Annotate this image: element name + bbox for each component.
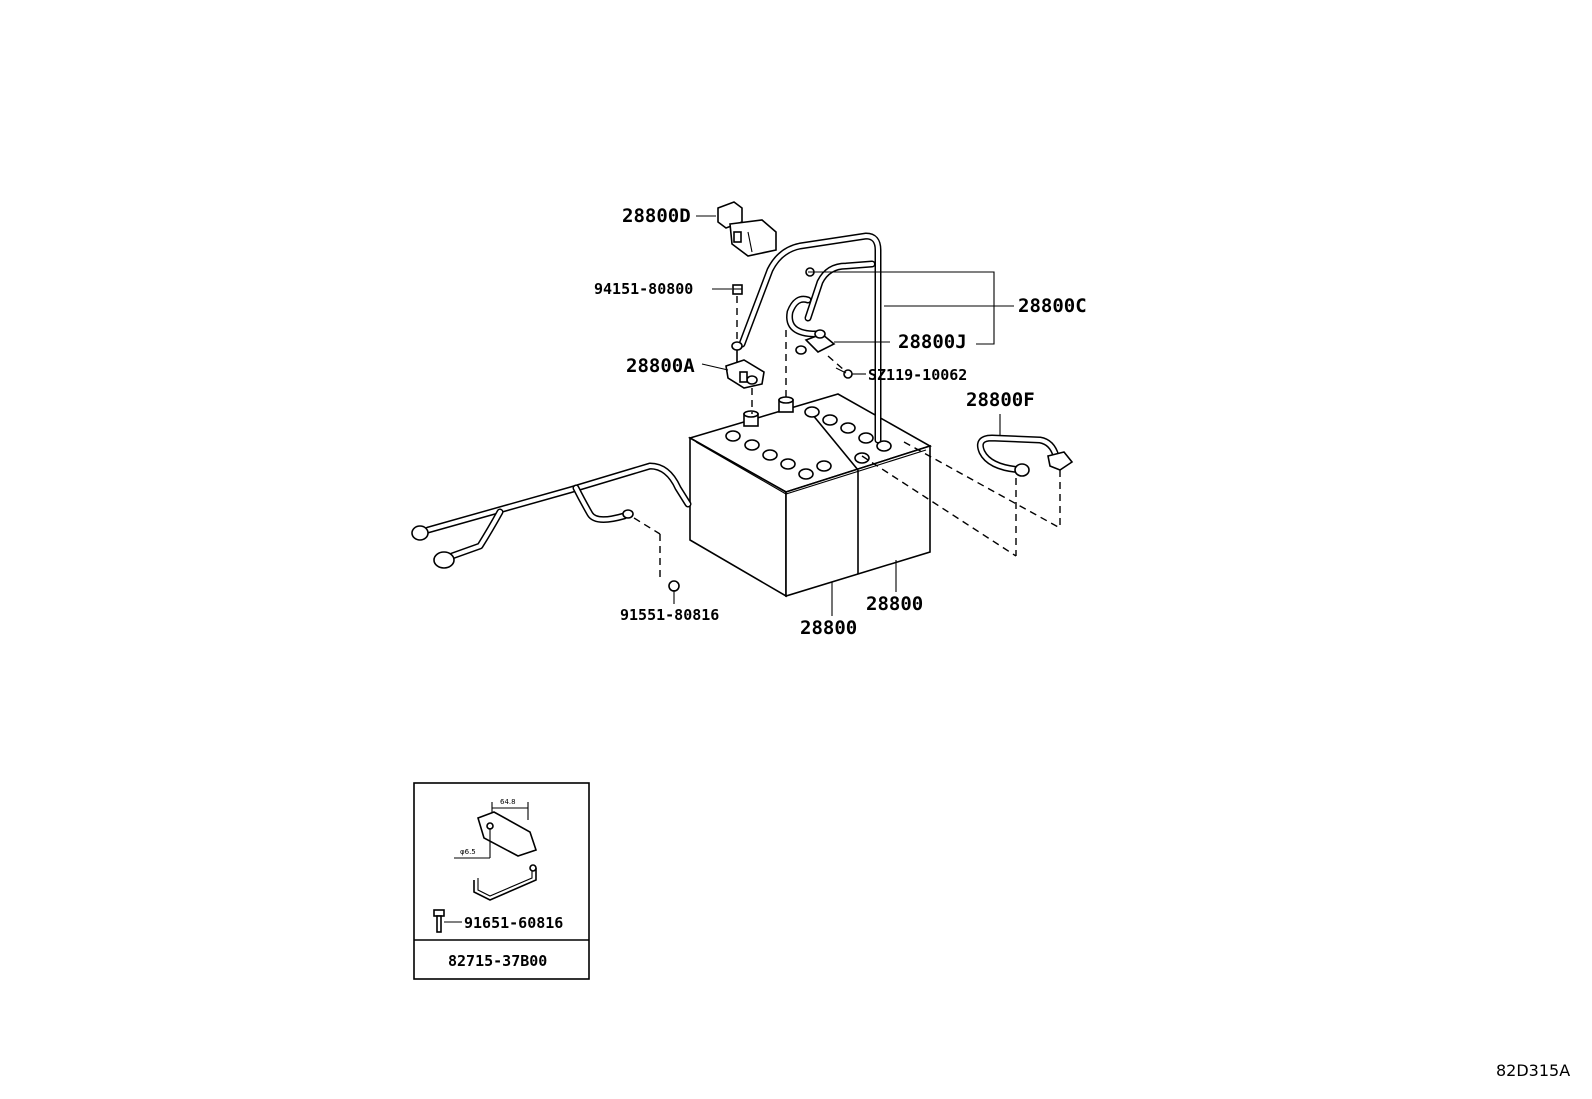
label-terminal-cover: 28800D (622, 205, 691, 227)
nut (732, 284, 743, 295)
inset-bolt-label: 91651-60816 (464, 914, 563, 932)
inset-diameter: φ6.5 (460, 848, 476, 856)
leader-lines (673, 215, 1014, 616)
negative-cable (976, 434, 1074, 477)
positive-clamp (725, 341, 765, 389)
cell-caps (725, 406, 892, 480)
label-cable-clamp: 28800J (898, 331, 967, 353)
label-negative-cable: 28800F (966, 389, 1035, 411)
harness-bolt (668, 580, 680, 596)
label-battery-front: 28800 (800, 617, 857, 639)
inset-box: 64.8 φ6.5 91651-60816 82715-37B00 (413, 782, 590, 980)
label-screw: SZ119-10062 (868, 366, 967, 384)
part-labels: 28800D 94151-80800 28800A 28800C 28800J … (594, 205, 1087, 639)
battery (687, 393, 932, 598)
cable-clamp (795, 267, 836, 355)
alignment-lines (633, 296, 1061, 582)
terminal-cover (717, 201, 777, 257)
label-positive-clamp: 28800A (626, 355, 695, 377)
label-harness-bolt: 91551-80816 (620, 606, 719, 624)
bolt-icon (433, 909, 445, 933)
diagram-code: 82D315A (1496, 1061, 1570, 1080)
screw (835, 367, 853, 379)
inset-dimension: 64.8 (500, 798, 516, 806)
ground-harness (411, 462, 692, 569)
cable-assembly (738, 232, 882, 444)
label-nut: 94151-80800 (594, 280, 693, 298)
label-battery-rear: 28800 (866, 593, 923, 615)
inset-part-label: 82715-37B00 (448, 952, 547, 970)
label-cable-assembly: 28800C (1018, 295, 1087, 317)
